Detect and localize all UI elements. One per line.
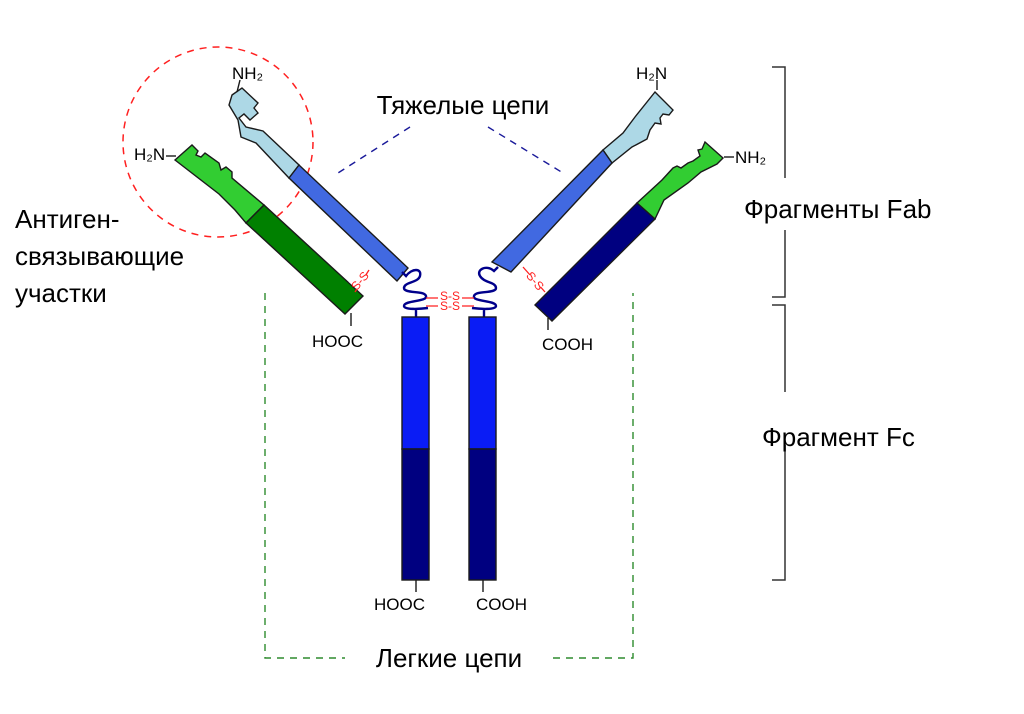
right-light-c-terminus-label: COOH bbox=[542, 335, 593, 354]
light-chain-pointer-right bbox=[553, 293, 634, 659]
disulfide-bond-label: S-S bbox=[440, 289, 460, 303]
left-heavy-variable-domain bbox=[228, 87, 300, 180]
right-heavy-c-terminus-label: COOH bbox=[476, 595, 527, 614]
left-light-constant-domain bbox=[244, 204, 365, 315]
light-chain-pointer-left bbox=[264, 293, 345, 659]
right-light-variable-domain bbox=[635, 140, 725, 221]
right-heavy-variable-domain bbox=[602, 90, 674, 165]
hinge-region bbox=[401, 266, 499, 317]
right-heavy-chain bbox=[490, 80, 674, 273]
right-hinge-coil bbox=[471, 266, 499, 317]
left-light-c-terminus-label: HOOC bbox=[312, 332, 363, 351]
antigen-binding-label-line3: участки bbox=[15, 278, 107, 308]
left-heavy-n-terminus-line bbox=[236, 79, 241, 93]
antigen-binding-site-circle bbox=[122, 46, 314, 238]
fab-fragments-label: Фрагменты Fab bbox=[744, 194, 931, 224]
right-fc-heavy-chain bbox=[468, 316, 497, 592]
antigen-binding-label-line1: Антиген- bbox=[15, 204, 120, 234]
right-heavy-constant-domain bbox=[490, 148, 613, 273]
fc-fragment-label: Фрагмент Fc bbox=[762, 422, 915, 452]
fc-bracket-lower bbox=[772, 445, 786, 581]
antigen-binding-label-line2: связывающие bbox=[15, 241, 184, 271]
right-fc-upper-domain bbox=[468, 316, 497, 450]
right-light-constant-domain bbox=[533, 202, 657, 322]
right-heavy-n-terminus-label: H₂N bbox=[636, 64, 667, 83]
left-fc-lower-domain bbox=[401, 448, 430, 581]
left-fc-upper-domain bbox=[401, 316, 430, 450]
left-heavy-n-terminus-label: NH₂ bbox=[232, 64, 263, 83]
heavy-chain-pointer-right bbox=[487, 126, 564, 174]
right-light-chain bbox=[533, 140, 734, 330]
left-heavy-chain bbox=[228, 79, 409, 283]
right-light-n-terminus-label: NH₂ bbox=[735, 148, 766, 167]
left-heavy-c-terminus-label: HOOC bbox=[374, 595, 425, 614]
light-chains-label: Легкие цепи bbox=[376, 643, 522, 673]
fab-bracket-lower bbox=[772, 230, 786, 298]
heavy-chains-label: Тяжелые цепи bbox=[377, 90, 550, 120]
left-fc-heavy-chain bbox=[401, 316, 430, 592]
left-light-chain bbox=[166, 144, 365, 326]
fc-bracket-upper bbox=[772, 304, 786, 392]
inter-heavy-disulfide-bonds: S-S S-S bbox=[426, 289, 474, 313]
left-light-variable-domain bbox=[173, 144, 266, 225]
left-light-n-terminus-label: H₂N bbox=[134, 145, 165, 164]
heavy-chain-pointer-left bbox=[337, 126, 411, 174]
right-heavy-light-disulfide: S-S bbox=[522, 266, 547, 293]
right-fc-lower-domain bbox=[468, 448, 497, 581]
left-heavy-constant-domain bbox=[288, 163, 409, 283]
left-hinge-coil bbox=[401, 268, 429, 317]
fab-bracket-upper bbox=[772, 66, 786, 178]
antigen-binding-sites-label: Антиген- связывающие участки bbox=[15, 204, 184, 308]
disulfide-bond-label: S-S bbox=[440, 299, 460, 313]
